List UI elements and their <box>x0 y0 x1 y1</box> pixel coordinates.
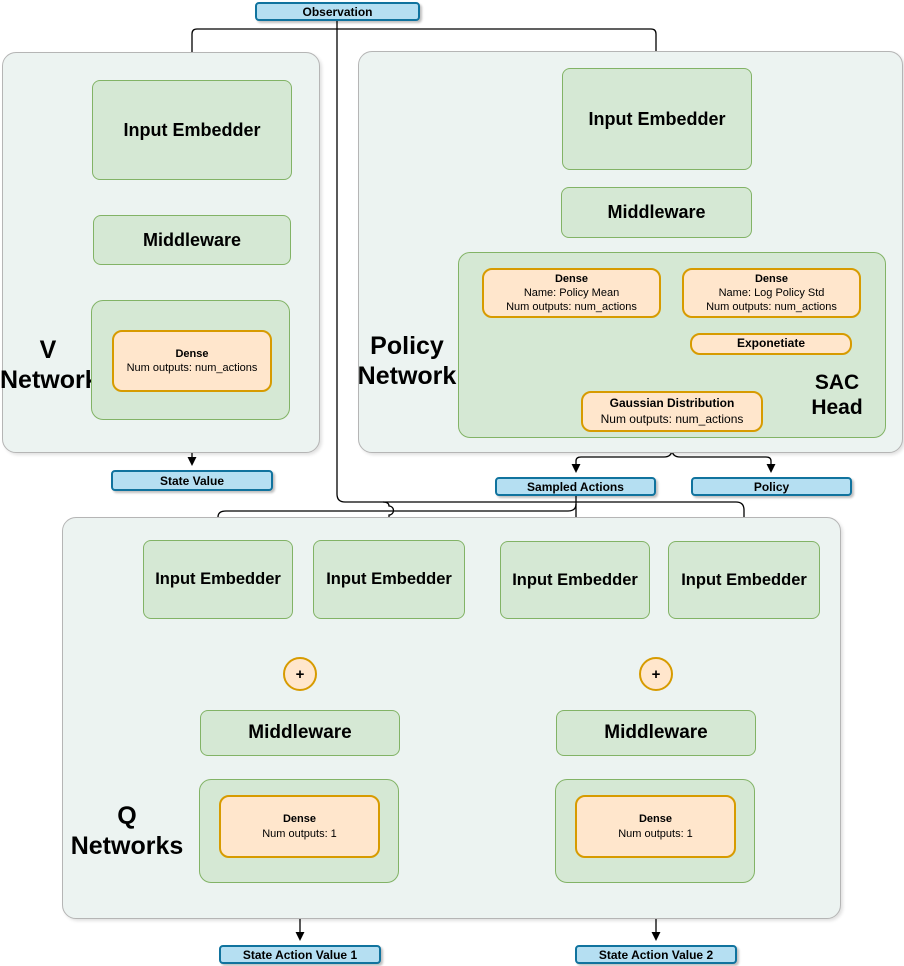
gaussian-distribution-title: Gaussian Distribution <box>609 395 735 410</box>
q1-input-embedder-action-node: Input Embedder <box>313 540 465 619</box>
q2-middleware-node: Middleware <box>556 710 756 756</box>
sampled-actions-node: Sampled Actions <box>495 477 656 496</box>
q2-dense-node: Dense Num outputs: 1 <box>575 795 736 858</box>
v-network-label: V Network <box>0 336 99 395</box>
log-policy-std-dense-title: Dense <box>754 272 789 285</box>
v-dense-title: Dense <box>175 347 209 360</box>
state-action-value-1-node: State Action Value 1 <box>219 945 381 964</box>
policy-network-label: Policy Network <box>357 332 457 391</box>
state-action-value-2-node: State Action Value 2 <box>575 945 737 964</box>
policy-output-node: Policy <box>691 477 852 496</box>
sac-head-label-line2: Head <box>811 396 863 420</box>
state-value-node: State Value <box>111 470 273 491</box>
policy-network-label-line2: Network <box>357 361 457 390</box>
v-network-label-line2: Network <box>0 365 99 394</box>
v-dense-outputs: Num outputs: num_actions <box>126 362 258 374</box>
gaussian-distribution-node: Gaussian Distribution Num outputs: num_a… <box>581 391 763 432</box>
exponentiate-node: Exponetiate <box>690 333 852 355</box>
q2-input-embedder-state-node: Input Embedder <box>500 541 650 619</box>
observation-node: Observation <box>255 2 420 21</box>
log-policy-std-dense-outputs: Num outputs: num_actions <box>706 301 837 314</box>
sac-head-label: SAC Head <box>798 370 876 420</box>
q1-middleware-node: Middleware <box>200 710 400 756</box>
q1-sum-node: + <box>283 657 317 691</box>
policy-middleware-node: Middleware <box>561 187 752 238</box>
policy-network-label-line1: Policy <box>370 332 444 360</box>
gaussian-distribution-outputs: Num outputs: num_actions <box>600 411 744 426</box>
q1-dense-title: Dense <box>282 813 317 826</box>
v-input-embedder-node: Input Embedder <box>92 80 292 180</box>
log-policy-std-dense-node: Dense Name: Log Policy Std Num outputs: … <box>682 268 861 318</box>
q-networks-label-line2: Networks <box>70 831 184 860</box>
sac-head-label-line1: SAC <box>814 371 860 394</box>
q-networks-label: Q Networks <box>62 802 192 861</box>
q2-sum-node: + <box>639 657 673 691</box>
q2-dense-title: Dense <box>638 813 673 826</box>
policy-input-embedder-node: Input Embedder <box>562 68 752 170</box>
q-networks-label-line1: Q <box>117 802 137 830</box>
log-policy-std-dense-name: Name: Log Policy Std <box>718 286 825 299</box>
v-network-label-line1: V <box>39 336 57 364</box>
v-dense-node: Dense Num outputs: num_actions <box>112 330 272 392</box>
q1-dense-outputs: Num outputs: 1 <box>262 827 337 840</box>
q1-input-embedder-state-node: Input Embedder <box>143 540 293 619</box>
q2-input-embedder-action-node: Input Embedder <box>668 541 820 619</box>
v-middleware-node: Middleware <box>93 215 291 265</box>
policy-mean-dense-node: Dense Name: Policy Mean Num outputs: num… <box>482 268 661 318</box>
policy-mean-dense-outputs: Num outputs: num_actions <box>506 301 637 314</box>
policy-mean-dense-name: Name: Policy Mean <box>523 286 620 299</box>
q2-dense-outputs: Num outputs: 1 <box>618 827 693 840</box>
policy-mean-dense-title: Dense <box>554 272 589 285</box>
q1-dense-node: Dense Num outputs: 1 <box>219 795 380 858</box>
